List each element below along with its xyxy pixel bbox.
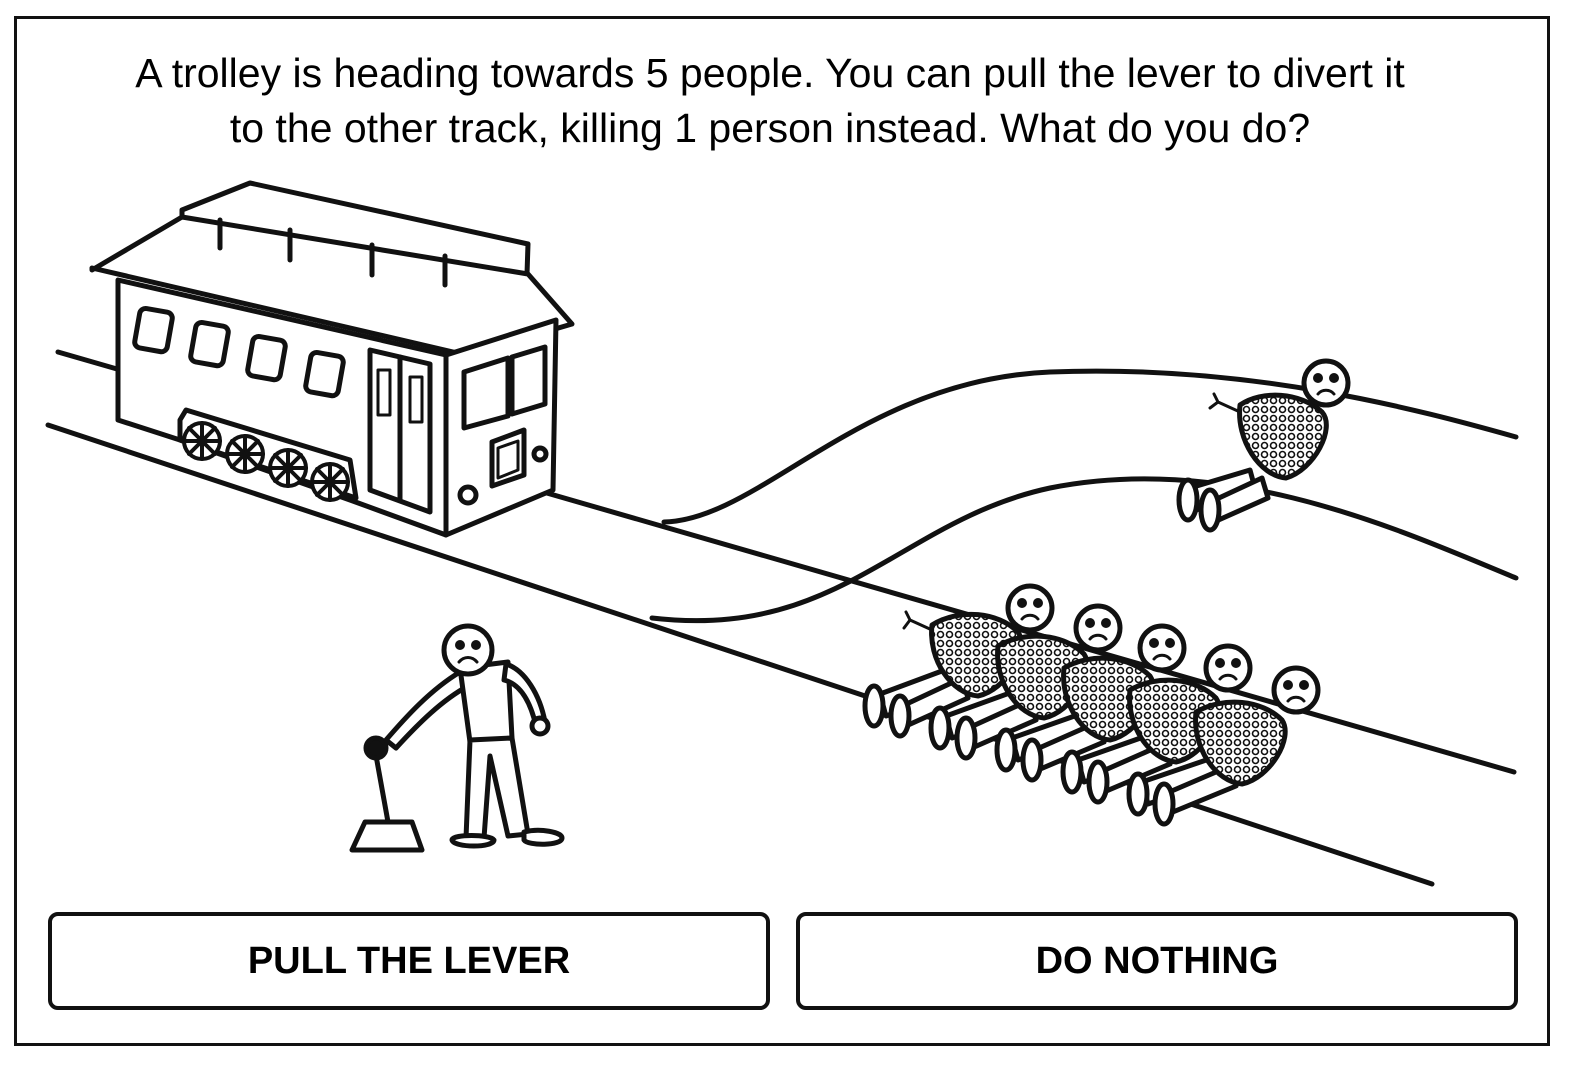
tied-person-body xyxy=(1237,392,1329,481)
lever-knob xyxy=(363,735,389,761)
trolley-front-window xyxy=(509,344,548,417)
lever-handle xyxy=(372,747,391,825)
side-track-rail-upper xyxy=(661,368,1519,525)
main-track-rail-lower xyxy=(45,422,1435,887)
pull-the-lever-button[interactable]: PULL THE LEVER xyxy=(48,912,770,1010)
trolley-light xyxy=(531,445,549,463)
trolley xyxy=(89,180,575,538)
tied-person-head xyxy=(1301,358,1351,408)
trolley-light xyxy=(457,484,479,506)
trolley-window xyxy=(188,319,231,369)
trolley-window xyxy=(245,333,288,383)
operator-head xyxy=(441,623,495,677)
tied-people-main-track xyxy=(862,583,1321,827)
question-line-2: to the other track, killing 1 person ins… xyxy=(229,105,1311,151)
trolley-window xyxy=(132,305,175,355)
do-nothing-button[interactable]: DO NOTHING xyxy=(796,912,1518,1010)
tied-person xyxy=(1126,665,1321,827)
operator-legs xyxy=(463,735,531,841)
lever-operator xyxy=(349,623,565,853)
lever-base xyxy=(349,819,425,853)
question-text: A trolley is heading towards 5 people. Y… xyxy=(40,46,1500,156)
tracks xyxy=(45,349,1519,887)
trolley-front-window xyxy=(461,355,511,431)
trolley-roof-eave xyxy=(89,214,575,358)
side-track-rail-lower xyxy=(649,476,1519,624)
trolley-window xyxy=(303,349,346,399)
tied-person-side-track xyxy=(1176,358,1351,533)
question-line-1: A trolley is heading towards 5 people. Y… xyxy=(135,50,1405,96)
operator-arm-left xyxy=(383,669,471,751)
trolley-wheels xyxy=(182,421,350,502)
